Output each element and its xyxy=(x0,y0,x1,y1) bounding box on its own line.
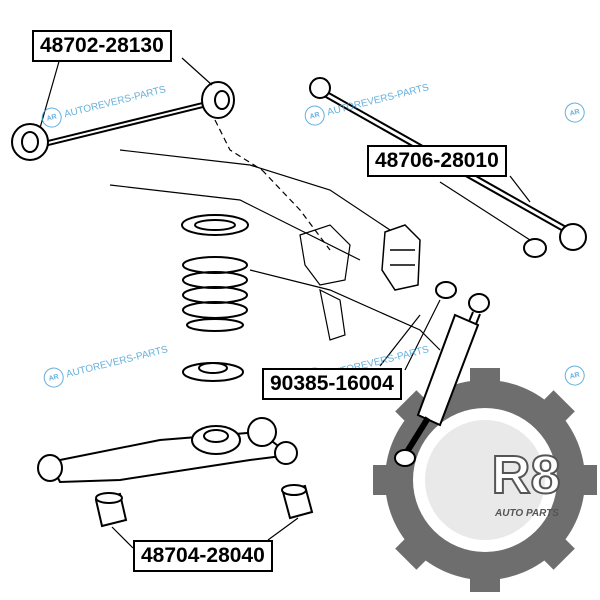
part-label-upper-arm: 48702-28130 xyxy=(32,30,172,62)
lower-control-arm xyxy=(37,417,298,484)
r8-logo-text: R8 xyxy=(491,445,560,505)
part-label-bushing: 90385-16004 xyxy=(262,368,402,400)
part-label-lateral-rod: 48706-28010 xyxy=(367,145,507,177)
r8-logo: R8 AUTO PARTS xyxy=(373,368,597,592)
leader-line-90385 xyxy=(379,314,421,367)
gear-icon xyxy=(373,368,597,592)
shock-absorber xyxy=(394,281,490,467)
coil-spring xyxy=(181,214,249,382)
leader-line-48706 xyxy=(509,175,531,203)
r8-logo-subtext: AUTO PARTS xyxy=(494,508,559,519)
bump-stopper xyxy=(381,224,421,291)
upper-control-arm xyxy=(11,57,235,161)
lower-arm-bushings xyxy=(94,484,314,549)
part-label-lower-arm-bushing: 48704-28040 xyxy=(133,540,273,572)
body-frame xyxy=(109,119,441,351)
